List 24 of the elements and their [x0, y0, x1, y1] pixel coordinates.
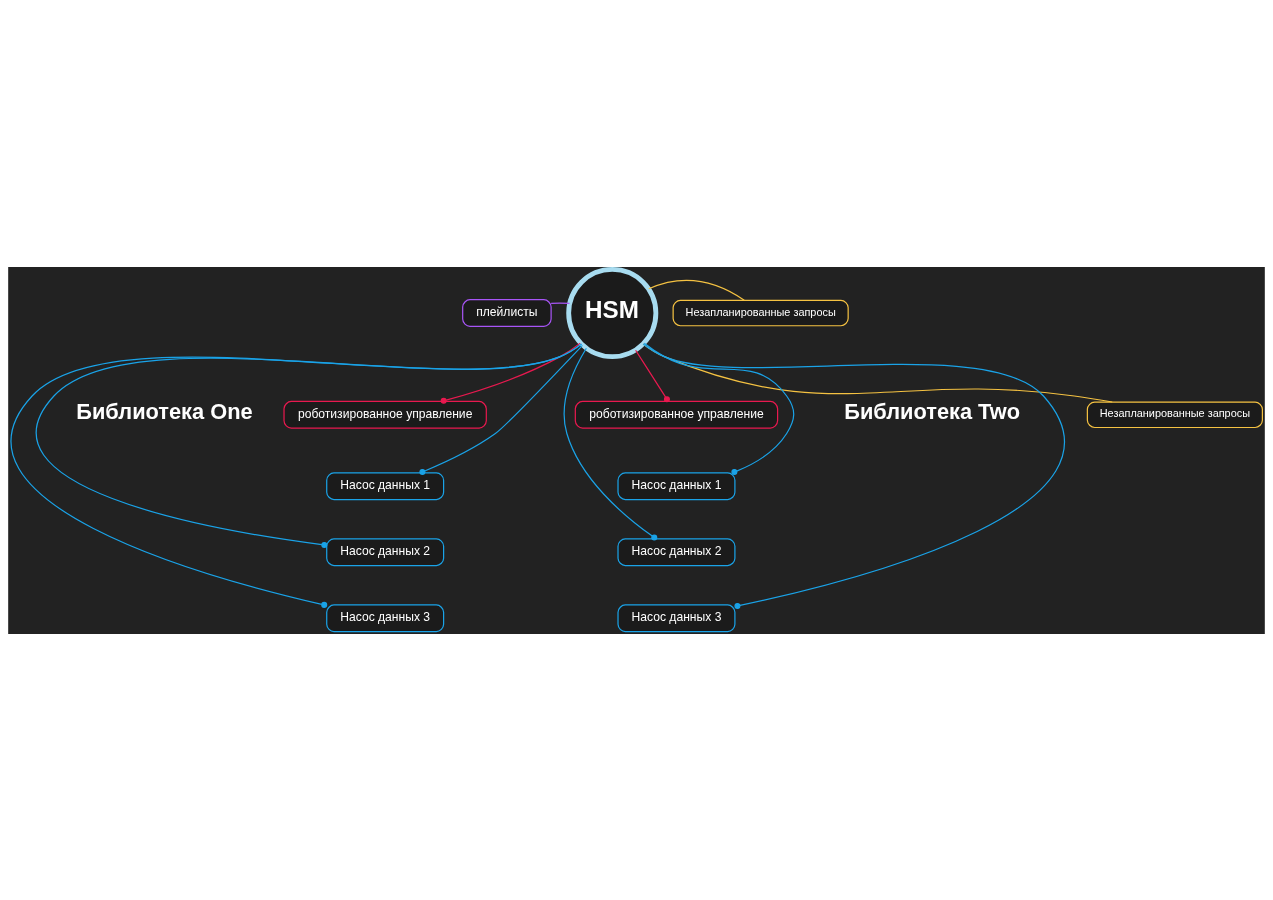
node-box: Насос данных 1 [617, 471, 736, 500]
connector [440, 342, 581, 404]
connector [563, 347, 658, 541]
node-box: Насос данных 1 [326, 471, 445, 500]
node-box: Насос данных 2 [617, 537, 736, 566]
connector [635, 349, 670, 402]
connector [419, 344, 584, 475]
connector [35, 343, 583, 548]
node-circle: HSM [566, 266, 659, 359]
node-box: Насос данных 3 [617, 603, 736, 632]
label: Библиотека One [76, 398, 253, 424]
node-box: роботизированное управление [283, 400, 487, 429]
node-box: плейлисты [462, 298, 552, 327]
connector [642, 342, 1065, 609]
node-box: Незапланированные запросы [672, 299, 849, 326]
node-box: Насос данных 3 [326, 603, 445, 632]
connector [648, 279, 745, 301]
connector [550, 301, 571, 304]
node-box: Незапланированные запросы [1086, 400, 1263, 428]
node-box: Насос данных 2 [326, 537, 445, 566]
connector [643, 342, 795, 475]
connector [10, 343, 583, 608]
node-box: роботизированное управление [574, 400, 779, 429]
label: Библиотека Two [844, 398, 1021, 424]
